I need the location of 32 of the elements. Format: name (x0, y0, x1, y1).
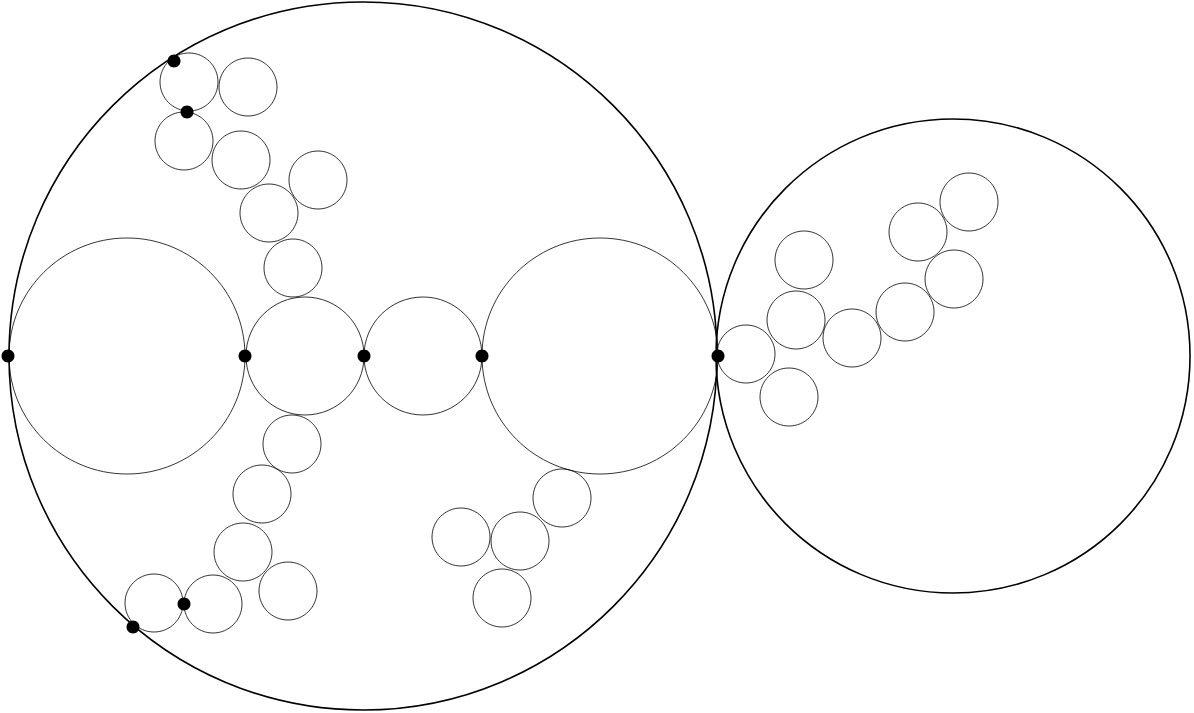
circle (532, 468, 592, 528)
circle (759, 367, 819, 427)
circle (716, 324, 776, 384)
circle (8, 237, 246, 475)
circle (288, 150, 348, 210)
circle (766, 290, 826, 350)
circle (124, 573, 184, 633)
circle (213, 522, 273, 582)
circle (8, 1, 718, 711)
circle (924, 249, 984, 309)
circle (183, 574, 243, 634)
circle (218, 57, 278, 117)
circle (822, 308, 882, 368)
circle (363, 296, 483, 416)
circle (715, 118, 1191, 594)
circle (262, 414, 322, 474)
circle (431, 507, 491, 567)
circle (239, 183, 299, 243)
circle (888, 202, 948, 262)
circle (245, 296, 365, 416)
circle (159, 52, 219, 112)
circle (472, 568, 532, 628)
circle (211, 130, 271, 190)
circle (232, 464, 292, 524)
circle (481, 237, 719, 475)
circle (258, 561, 318, 621)
circle (154, 111, 214, 171)
circle (263, 238, 323, 298)
circle (490, 511, 550, 571)
circle (774, 230, 834, 290)
circle (939, 172, 999, 232)
circle (875, 282, 935, 342)
